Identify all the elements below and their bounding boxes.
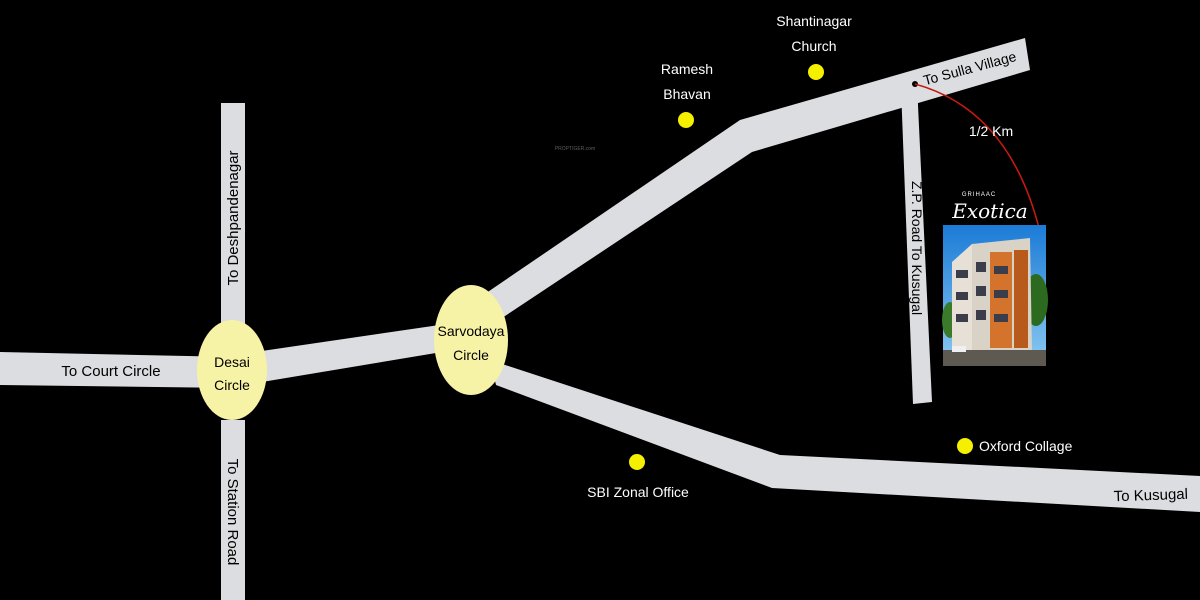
sbi-zonal-office-label: SBI Zonal Office [587,484,689,500]
ramesh-bhavan-marker [678,112,694,128]
project-building-image [942,225,1048,366]
road-court-circle [0,352,235,388]
sbi-zonal-office-marker [629,454,645,470]
road-zp-kusugal [901,84,932,404]
shantinagar-church-marker [808,64,824,80]
project-brand-label: GRIHAAC [962,192,996,198]
road-label-zp-kusugal: Z.P. Road To Kusugal [909,181,925,315]
building-windows [956,262,1008,322]
road-label-kusugal: To Kusugal [1113,486,1188,506]
desai-circle-label-line2: Circle [214,377,250,393]
road-label-deshpandenagar: To Deshpandenagar [225,150,242,285]
desai-circle-label-line1: Desai [214,354,250,370]
road-desai-sarvodaya [255,322,466,382]
road-label-court-circle: To Court Circle [61,363,160,380]
building-ground [943,350,1046,366]
road-deshpandenagar [221,103,245,340]
shantinagar-church-label-line1: Shantinagar [776,13,852,29]
distance-label: 1/2 Km [969,123,1013,139]
junctions [197,285,508,420]
building-accent-2 [1014,250,1028,348]
building-accent-1 [990,252,1012,348]
road-station-road [221,420,245,600]
sarvodaya-circle-label-line2: Circle [453,347,489,363]
road-sulla-village [476,38,1030,324]
ramesh-bhavan-label-line1: Ramesh [661,61,713,77]
sarvodaya-circle-label-line1: Sarvodaya [438,323,505,339]
roads [0,38,1200,600]
project-name-label: Exotica [951,199,1027,223]
road-kusugal [490,360,1200,512]
building-car [952,346,966,352]
sarvodaya-circle [434,285,508,395]
landmarks: Shantinagar Church Ramesh Bhavan SBI Zon… [587,13,1072,500]
shantinagar-church-label-line2: Church [791,38,836,54]
road-label-station-road: To Station Road [224,459,241,566]
ramesh-bhavan-label-line2: Bhavan [663,86,710,102]
distance-arrow [914,83,1041,233]
watermark: PROPTIGER.com [555,146,595,152]
oxford-collage-marker [957,438,973,454]
desai-circle [197,320,267,420]
oxford-collage-label: Oxford Collage [979,438,1073,454]
